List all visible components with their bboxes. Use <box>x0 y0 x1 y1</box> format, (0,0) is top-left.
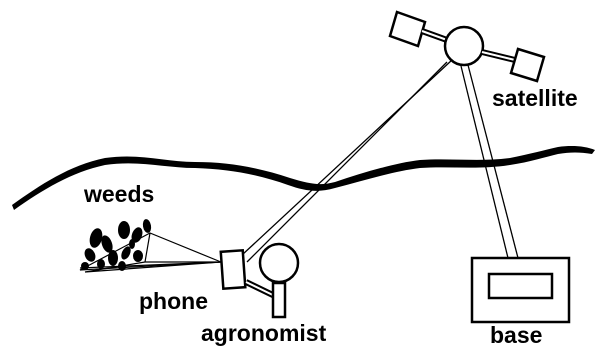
weeds-cluster-icon <box>81 219 152 271</box>
agronomist-label: agronomist <box>201 320 327 346</box>
horizon-ridge <box>12 146 595 210</box>
satellite-signals <box>241 59 519 263</box>
satellite-right-panel <box>509 47 546 83</box>
agronomist-icon <box>244 242 300 319</box>
weeds-label: weeds <box>83 181 154 207</box>
satellite-left-panel <box>388 10 427 48</box>
phone-label: phone <box>139 288 208 314</box>
satellite-label: satellite <box>492 85 578 111</box>
base-label: base <box>490 322 542 348</box>
phone-icon <box>219 248 247 291</box>
satellite-body <box>443 25 485 67</box>
satellite-icon <box>388 10 546 83</box>
base-station-icon <box>470 256 571 324</box>
